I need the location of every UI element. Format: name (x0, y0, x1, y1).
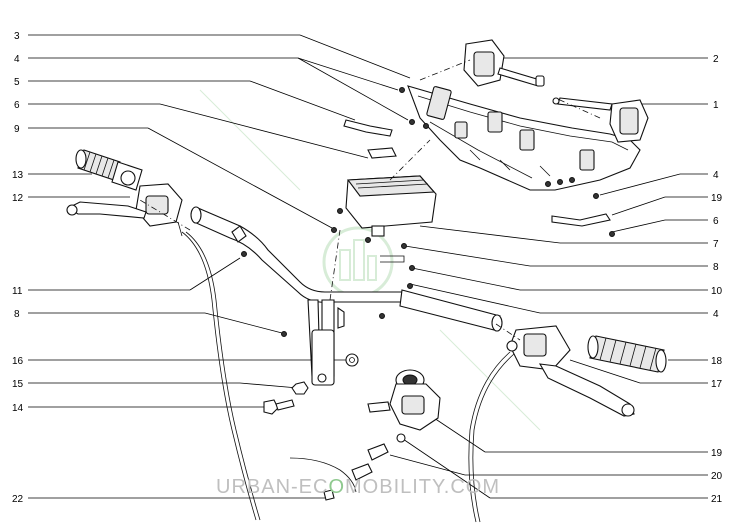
leader-lines-right (389, 57, 708, 499)
callout-label: 8 (14, 309, 20, 320)
brake-cables (181, 231, 515, 523)
assembly-dash-lines (139, 59, 601, 341)
right-brake-lever (506, 325, 635, 417)
left-grip (75, 149, 143, 191)
callout-label: 11 (12, 286, 23, 297)
callouts-right: 2 1 4 19 6 7 8 10 4 18 17 19 20 21 (711, 54, 723, 505)
callout-label: 19 (711, 193, 723, 204)
right-grip (587, 335, 667, 373)
callout-label: 1 (713, 100, 719, 111)
callout-label: 17 (711, 379, 723, 390)
callout-label: 22 (12, 494, 24, 505)
callout-label: 4 (713, 170, 719, 181)
callout-label: 4 (14, 54, 20, 65)
callout-label: 14 (12, 403, 24, 414)
left-brake-lever (66, 183, 183, 237)
callout-label: 16 (12, 356, 24, 367)
leader-lines-left (28, 34, 411, 499)
callout-label: 18 (711, 356, 723, 367)
callout-label: 5 (14, 77, 20, 88)
callout-label: 7 (713, 239, 719, 250)
throttle-assembly (351, 369, 441, 481)
callout-label: 6 (14, 100, 20, 111)
callout-label: 20 (711, 471, 723, 482)
clips (343, 119, 611, 263)
callout-label: 13 (12, 170, 24, 181)
right-bracket (552, 97, 649, 143)
callout-label: 12 (12, 193, 24, 204)
watermark-lines (199, 89, 541, 431)
callout-label: 10 (711, 286, 723, 297)
callout-label: 4 (713, 309, 719, 320)
callouts-left: 3 4 5 6 9 13 12 11 8 16 15 14 22 (12, 31, 24, 505)
left-bracket (463, 39, 545, 87)
dashboard-bracket (407, 85, 641, 191)
display-unit (345, 175, 437, 237)
callout-label: 9 (14, 124, 20, 135)
callout-label: 2 (713, 54, 719, 65)
handlebar-tube (190, 206, 503, 386)
callout-label: 6 (713, 216, 719, 227)
callout-label: 3 (14, 31, 20, 42)
callout-label: 21 (711, 494, 723, 505)
watermark-text: URBAN-ECOMOBILITY.COM (216, 476, 500, 498)
nut-washer-bolt (263, 353, 359, 501)
callout-label: 8 (713, 262, 719, 273)
callout-label: 19 (711, 448, 723, 459)
callout-label: 15 (12, 379, 24, 390)
hardware-screws (241, 87, 615, 337)
